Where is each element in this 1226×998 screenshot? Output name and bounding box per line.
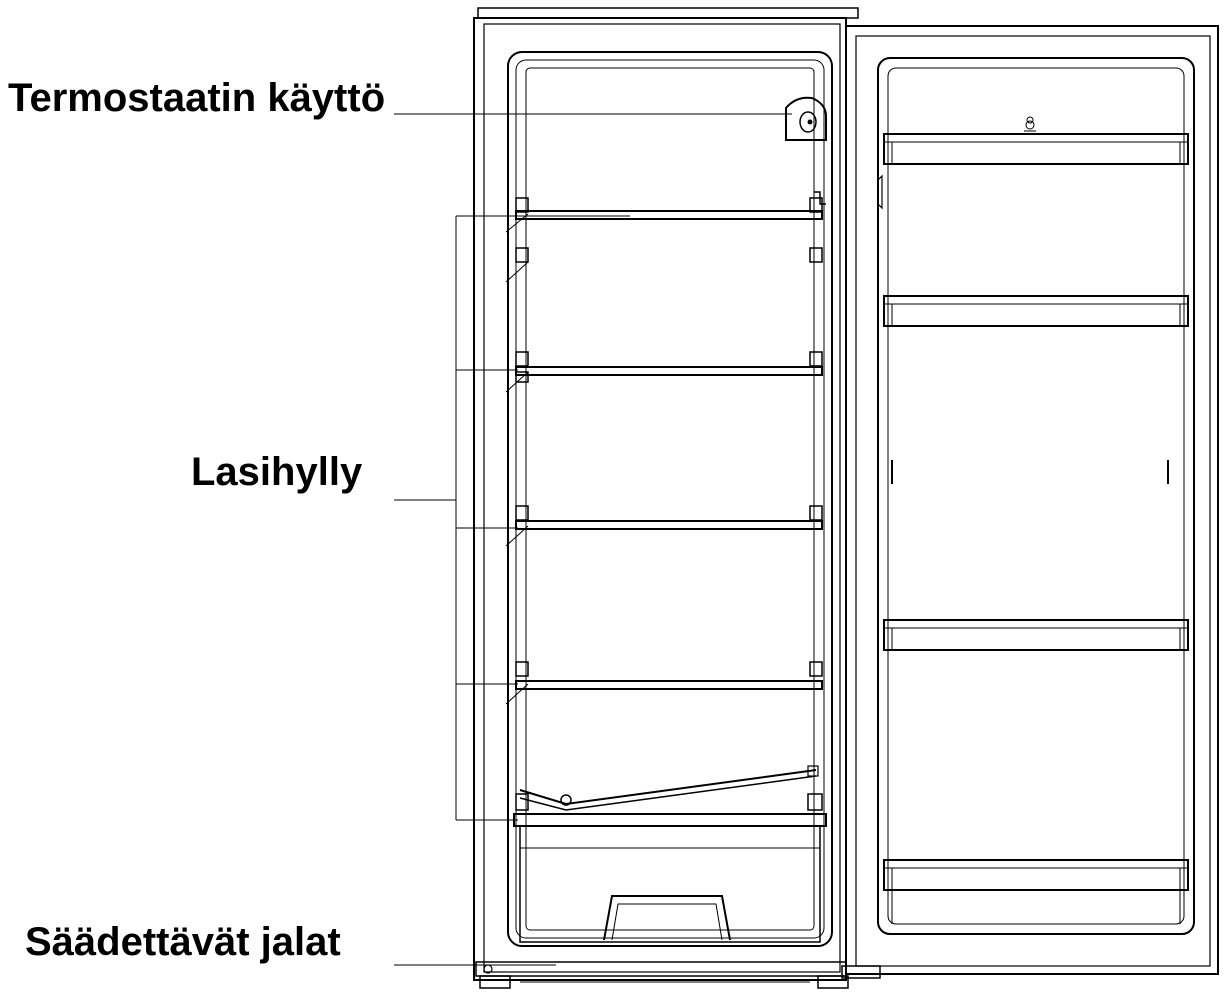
liner-back-panel [525,67,815,931]
cabinet-base [475,961,849,989]
leader-glass-shelf [394,215,630,821]
door-bin-3 [883,619,1189,651]
label-thermostat: Termostaatin käyttö [8,76,386,120]
foot-right [817,975,849,989]
door-inner-frame [855,35,1211,967]
glass-shelf-4 [505,661,823,705]
door-bin-4 [883,859,1189,924]
door-liner [877,57,1195,935]
thermostat-knob [785,96,827,141]
door [845,25,1219,975]
label-glass-shelf: Lasihylly [191,450,363,494]
door-liner-inner [887,67,1185,925]
door-logo [1024,116,1036,132]
label-adjustable-feet: Säädettävät jalat [25,920,341,964]
liner-inner-outline [515,59,825,939]
leader-lines [394,113,792,966]
glass-shelf-1 [505,197,823,283]
crisper-drawer [513,813,827,943]
door-outer [845,25,1219,975]
liner-outline [507,51,833,947]
cabinet-inner-wall [483,23,841,973]
cabinet [473,7,859,981]
door-bin-2 [883,295,1189,327]
door-bin-1 [883,133,1189,165]
glass-shelf-2 [505,351,823,393]
glass-shelf-3 [505,505,823,547]
foot-left [479,975,511,989]
bottle-rack [515,765,823,811]
cabinet-top [477,7,859,19]
cabinet-outer-wall [473,17,847,981]
glass-shelves [505,197,823,705]
